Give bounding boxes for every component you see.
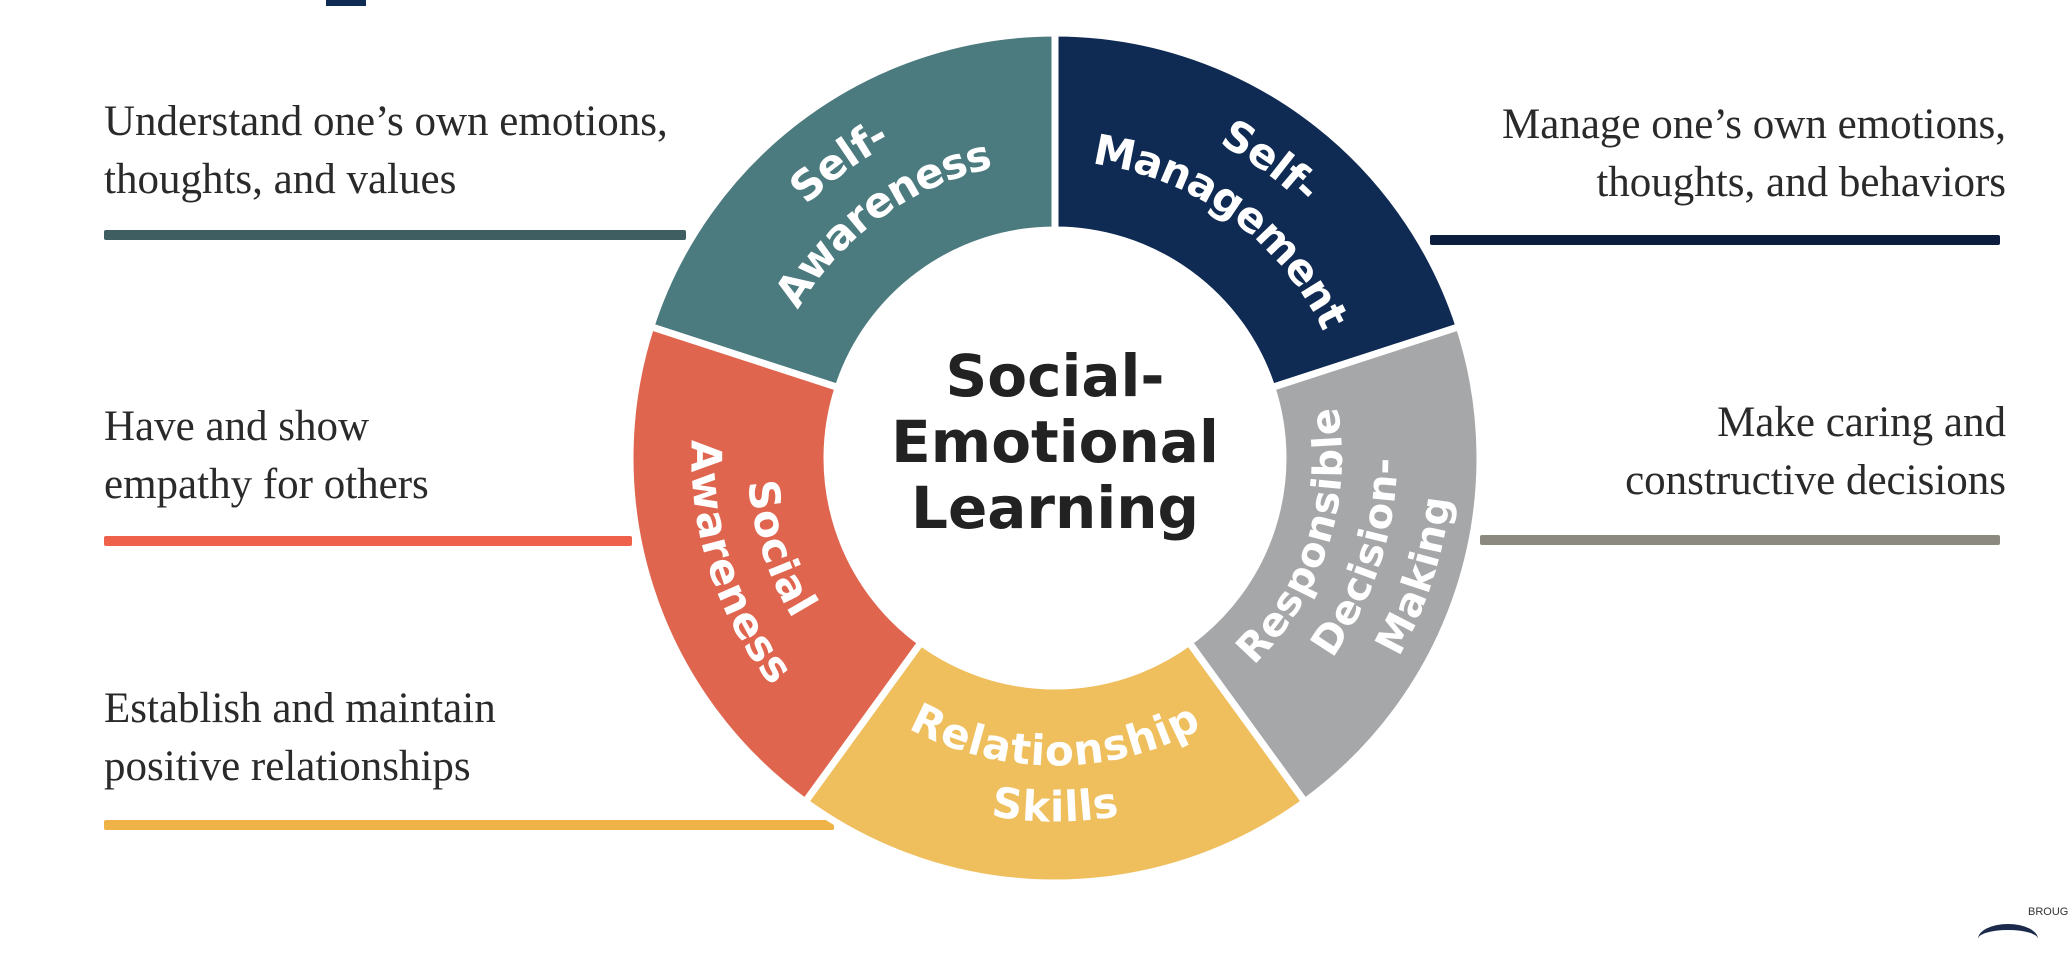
description-line: constructive decisions [1625, 457, 2006, 504]
segment-label-relationship-skills: Skills [989, 777, 1121, 831]
relationship-skills-description: Establish and maintain positive relation… [104, 680, 496, 796]
center-title-line: Emotional [891, 408, 1219, 476]
description-line: empathy for others [104, 461, 429, 508]
description-line: Make caring and [1717, 399, 2006, 446]
center-title: Social- Emotional Learning [891, 342, 1219, 542]
social-awareness-description: Have and show empathy for others [104, 398, 429, 514]
logo-icon [1978, 924, 2038, 954]
sel-diagram-slide: Understand one’s own emotions, thoughts,… [104, 0, 2068, 930]
segment-social-awareness [626, 322, 926, 807]
description-line: thoughts, and values [104, 156, 457, 203]
self-awareness-rule [104, 230, 686, 240]
description-line: thoughts, and behaviors [1596, 159, 2006, 206]
description-line: Have and show [104, 403, 370, 450]
description-line: Establish and maintain [104, 685, 496, 732]
relationship-skills-rule [104, 820, 834, 830]
decision-making-description: Make caring and constructive decisions [1625, 394, 2006, 510]
title-accent-bar [326, 0, 366, 6]
segment-self-management [1051, 29, 1464, 392]
center-title-line: Learning [911, 474, 1199, 542]
description-line: Manage one’s own emotions, [1502, 101, 2006, 148]
segment-responsible-decision-making [1184, 322, 1484, 807]
self-management-rule [1430, 235, 2000, 245]
center-title-line: Social- [946, 342, 1165, 410]
logo-text: BROUG [2028, 906, 2068, 918]
self-awareness-description: Understand one’s own emotions, thoughts,… [104, 93, 668, 209]
description-line: positive relationships [104, 743, 471, 790]
wheel-segments [626, 29, 1484, 887]
social-awareness-rule [104, 536, 632, 546]
description-line: Understand one’s own emotions, [104, 98, 668, 145]
decision-making-rule [1480, 535, 2000, 545]
segment-self-awareness [646, 29, 1059, 392]
segment-relationship-skills [800, 637, 1310, 887]
self-management-description: Manage one’s own emotions, thoughts, and… [1502, 96, 2006, 212]
